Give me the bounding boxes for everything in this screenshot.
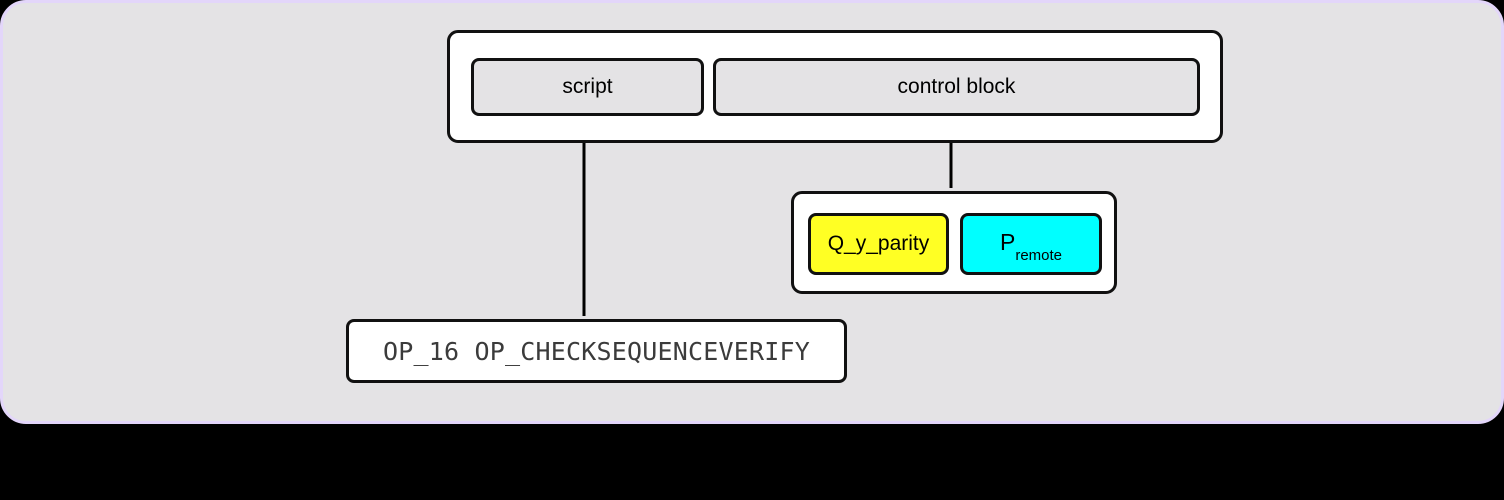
node-p-remote[interactable]: Premote: [960, 213, 1102, 275]
node-script-contents-label: OP_16 OP_CHECKSEQUENCEVERIFY: [382, 336, 811, 366]
node-control-block[interactable]: control block: [713, 58, 1200, 116]
node-script[interactable]: script: [471, 58, 704, 116]
diagram-canvas: script control block Q_y_parity Premote …: [0, 0, 1504, 424]
node-p-remote-base: P: [999, 228, 1016, 255]
node-p-remote-label: Premote: [999, 228, 1062, 265]
node-script-label: script: [562, 75, 613, 98]
node-q-y-parity-label: Q_y_parity: [827, 232, 930, 255]
node-script-contents[interactable]: OP_16 OP_CHECKSEQUENCEVERIFY: [346, 319, 847, 383]
node-p-remote-subscript: remote: [1015, 247, 1063, 265]
node-q-y-parity[interactable]: Q_y_parity: [808, 213, 949, 275]
node-control-block-label: control block: [897, 75, 1016, 98]
